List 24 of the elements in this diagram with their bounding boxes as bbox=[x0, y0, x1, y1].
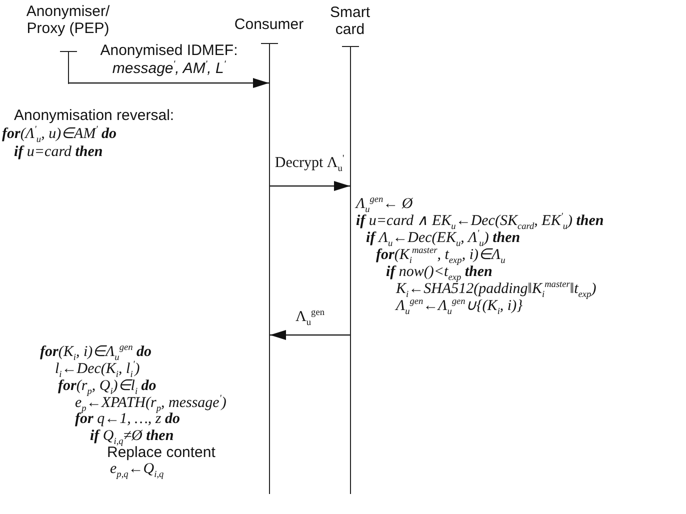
participant-label: Smart card bbox=[322, 4, 378, 38]
participant-label: Anonymiser/ Proxy (PEP) bbox=[8, 3, 128, 37]
message-arrow bbox=[270, 181, 350, 191]
pseudocode-line: if u=card then bbox=[14, 144, 103, 161]
pseudocode-line: if now()<t$_{exp}$ then bbox=[386, 264, 492, 281]
pseudocode-line: for(K$_{i}$$^{master}$, t$_{exp}$, i)∈Λ$_{u}$ bbox=[376, 247, 506, 264]
lifeline bbox=[68, 51, 69, 84]
pseudocode-line: Λ$_{u}$$^{gen}$←Λ$_{u}$$^{gen}$∪{(K$_{i}$, i)} bbox=[396, 298, 523, 315]
pseudocode-line: for(Λ$^{'}$$_{u}$, u)∈AM$^{'}$ do bbox=[2, 126, 116, 143]
lifeline bbox=[350, 46, 351, 494]
pseudocode-line: e$_{p,q}$←Q$_{i,q}$ bbox=[110, 461, 164, 478]
note-text: Anonymisation reversal: bbox=[14, 107, 174, 124]
lifeline bbox=[269, 43, 270, 494]
pseudocode-line: Λ$_{u}$$^{gen}$← Ø bbox=[356, 196, 413, 213]
pseudocode-line: for(K$_{i}$, i)∈Λ$_{u}$$^{gen}$ do bbox=[40, 344, 152, 361]
message-arrow bbox=[270, 330, 350, 340]
pseudocode-line: l$_{i}$←Dec(K$_{i}$, l$_{i}$$^{'}$) bbox=[55, 361, 140, 378]
message-arrow bbox=[69, 78, 269, 88]
pseudocode-line: if u=card ∧ EK$_{u}$←Dec(SK$_{card}$, EK$^{'}$$_{u}$) then bbox=[356, 213, 604, 230]
pseudocode-line: for(r$_{p}$, Q$_{i}$)∈l$_{i}$ do bbox=[58, 378, 156, 395]
pseudocode-line: K$_{i}$←SHA512(padding‖K$_{i}$$^{master}$‖t$_{exp}$) bbox=[396, 281, 596, 298]
edge-label: Anonymised IDMEF: message$^{'}$, AM$^{'}$, L$^{'}$ bbox=[99, 42, 239, 78]
participant-label: Consumer bbox=[224, 16, 314, 33]
pseudocode-line: if Q$_{i,q}$≠Ø then bbox=[90, 428, 174, 445]
